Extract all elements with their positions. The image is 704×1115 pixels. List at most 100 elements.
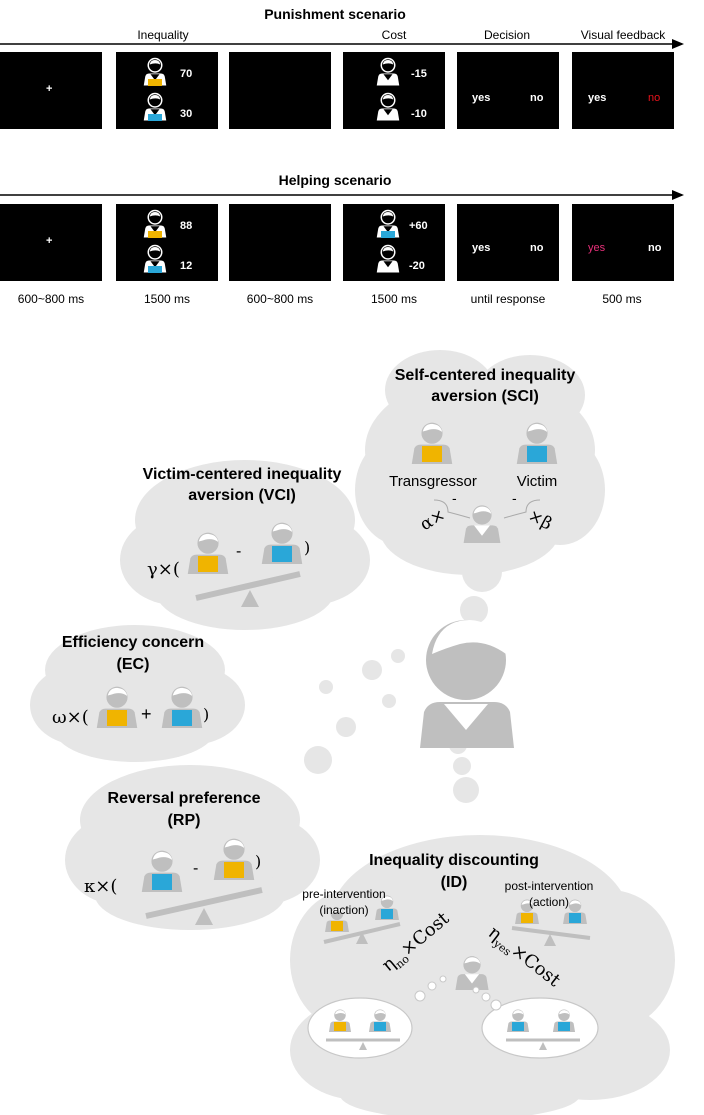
duration-decision: until response <box>470 292 546 306</box>
screen-feedback: yes no <box>572 52 674 129</box>
punishment-title: Punishment scenario <box>264 6 406 22</box>
duration-fixation: 600~800 ms <box>17 292 85 306</box>
ec-close: ) <box>203 705 210 724</box>
ec-title-line2: (EC) <box>116 656 150 673</box>
vci-transgressor-icon <box>187 532 229 574</box>
victim-icon <box>376 209 400 239</box>
fixation-cross: + <box>46 235 53 247</box>
vci-coefficient: γ×( <box>147 559 180 580</box>
id-small-victim-right <box>552 1009 576 1032</box>
screen-inequality: 88 12 <box>116 204 218 281</box>
screen-decision: yes no <box>457 52 559 129</box>
id-pre-label-line2: (inaction) <box>319 903 369 917</box>
id-post-victim-icon <box>563 899 587 924</box>
transgressor-icon <box>143 57 167 87</box>
id-pre-transgressor-icon <box>325 907 349 932</box>
central-person-icon <box>420 620 514 748</box>
feedback-no: no <box>648 242 662 254</box>
sci-title-line2: aversion (SCI) <box>431 388 539 405</box>
decision-no[interactable]: no <box>530 242 544 254</box>
feedback-no-selected: no <box>648 92 661 104</box>
cost-victim: +60 <box>409 220 428 232</box>
helping-title: Helping scenario <box>278 172 392 188</box>
rp-transgressor-icon <box>213 838 255 880</box>
sci-victim-icon <box>516 422 558 464</box>
screen-blank <box>229 204 331 281</box>
sci-transgressor-label: Transgressor <box>389 473 477 490</box>
helping-timeline-arrow <box>0 190 684 200</box>
phase-label-feedback: Visual feedback <box>580 28 666 42</box>
screen-fixation: + <box>0 204 102 281</box>
rp-victim-icon <box>141 850 183 892</box>
rp-title-line2: (RP) <box>167 812 201 829</box>
victim-amount: 30 <box>180 108 193 120</box>
screen-cost: +60 -20 <box>343 204 445 281</box>
sci-minus-left: - <box>452 490 457 506</box>
duration-inequality: 1500 ms <box>143 292 191 306</box>
decision-no[interactable]: no <box>530 92 544 104</box>
feedback-yes: yes <box>588 92 607 104</box>
sci-transgressor-icon <box>411 422 453 464</box>
ec-operator: + <box>141 704 152 724</box>
screen-inequality: 70 30 <box>116 52 218 129</box>
rp-close: ) <box>255 852 262 871</box>
id-pre-label-line1: pre-intervention <box>302 887 386 901</box>
vci-seesaw-beam <box>195 571 301 601</box>
fixation-cross: + <box>46 83 53 95</box>
ec-transgressor-icon <box>96 686 138 728</box>
screen-fixation: + <box>0 52 102 129</box>
vci-victim-icon <box>261 522 303 564</box>
ec-victim-icon <box>161 686 203 728</box>
duration-cost: 1500 ms <box>370 292 418 306</box>
phase-label-cost: Cost <box>381 28 407 42</box>
id-post-label-line1: post-intervention <box>504 879 594 893</box>
id-title-line1: Inequality discounting <box>369 852 539 869</box>
id-title-line2: (ID) <box>440 874 468 891</box>
id-small-transgressor-left <box>328 1009 352 1032</box>
decision-yes[interactable]: yes <box>472 92 491 104</box>
transgressor-amount: 88 <box>180 220 193 232</box>
victim-icon <box>143 244 167 274</box>
vci-title-line2: aversion (VCI) <box>188 487 296 504</box>
decision-yes[interactable]: yes <box>472 242 491 254</box>
ec-coefficient: ω×( <box>52 707 89 728</box>
screen-cost: -15 -10 <box>343 52 445 129</box>
rp-operator: - <box>193 860 199 877</box>
vci-operator: - <box>236 543 242 560</box>
screen-decision: yes no <box>457 204 559 281</box>
cost-transgressor: -15 <box>411 68 427 80</box>
ec-title-line1: Efficiency concern <box>61 634 205 651</box>
vci-seesaw-pivot <box>241 590 259 607</box>
duration-feedback: 500 ms <box>602 292 642 306</box>
id-small-cloud-left <box>307 997 413 1059</box>
rp-seesaw-beam <box>145 887 263 919</box>
duration-blank: 600~800 ms <box>246 292 314 306</box>
cost-self: -10 <box>411 108 427 120</box>
victim-amount: 12 <box>180 260 193 272</box>
model-diagram <box>30 350 675 1115</box>
id-post-transgressor-icon <box>515 899 539 924</box>
transgressor-amount: 70 <box>180 68 193 80</box>
rp-title-line1: Reversal preference <box>107 790 261 807</box>
id-pre-victim-icon <box>375 895 399 920</box>
self-icon <box>376 57 400 87</box>
id-small-victim-left <box>368 1009 392 1032</box>
sci-minus-right: - <box>512 490 517 506</box>
ec-cloud <box>30 625 245 762</box>
self-icon <box>376 92 400 122</box>
sci-title-line1: Self-centered inequality <box>394 367 576 384</box>
vci-title-line1: Victim-centered inequality <box>142 466 342 483</box>
vci-close: ) <box>304 538 311 557</box>
id-small-transgressor-right <box>506 1009 530 1032</box>
phase-label-inequality: Inequality <box>137 28 189 42</box>
id-post-label-line2: (action) <box>528 895 570 909</box>
transgressor-icon <box>143 209 167 239</box>
screen-feedback: yes no <box>572 204 674 281</box>
feedback-yes-selected: yes <box>588 242 606 254</box>
thought-bubbles <box>304 552 502 803</box>
self-icon <box>376 244 400 274</box>
screen-blank <box>229 52 331 129</box>
cost-self: -20 <box>409 260 425 272</box>
rp-coefficient: κ×( <box>84 876 118 897</box>
victim-icon <box>143 92 167 122</box>
